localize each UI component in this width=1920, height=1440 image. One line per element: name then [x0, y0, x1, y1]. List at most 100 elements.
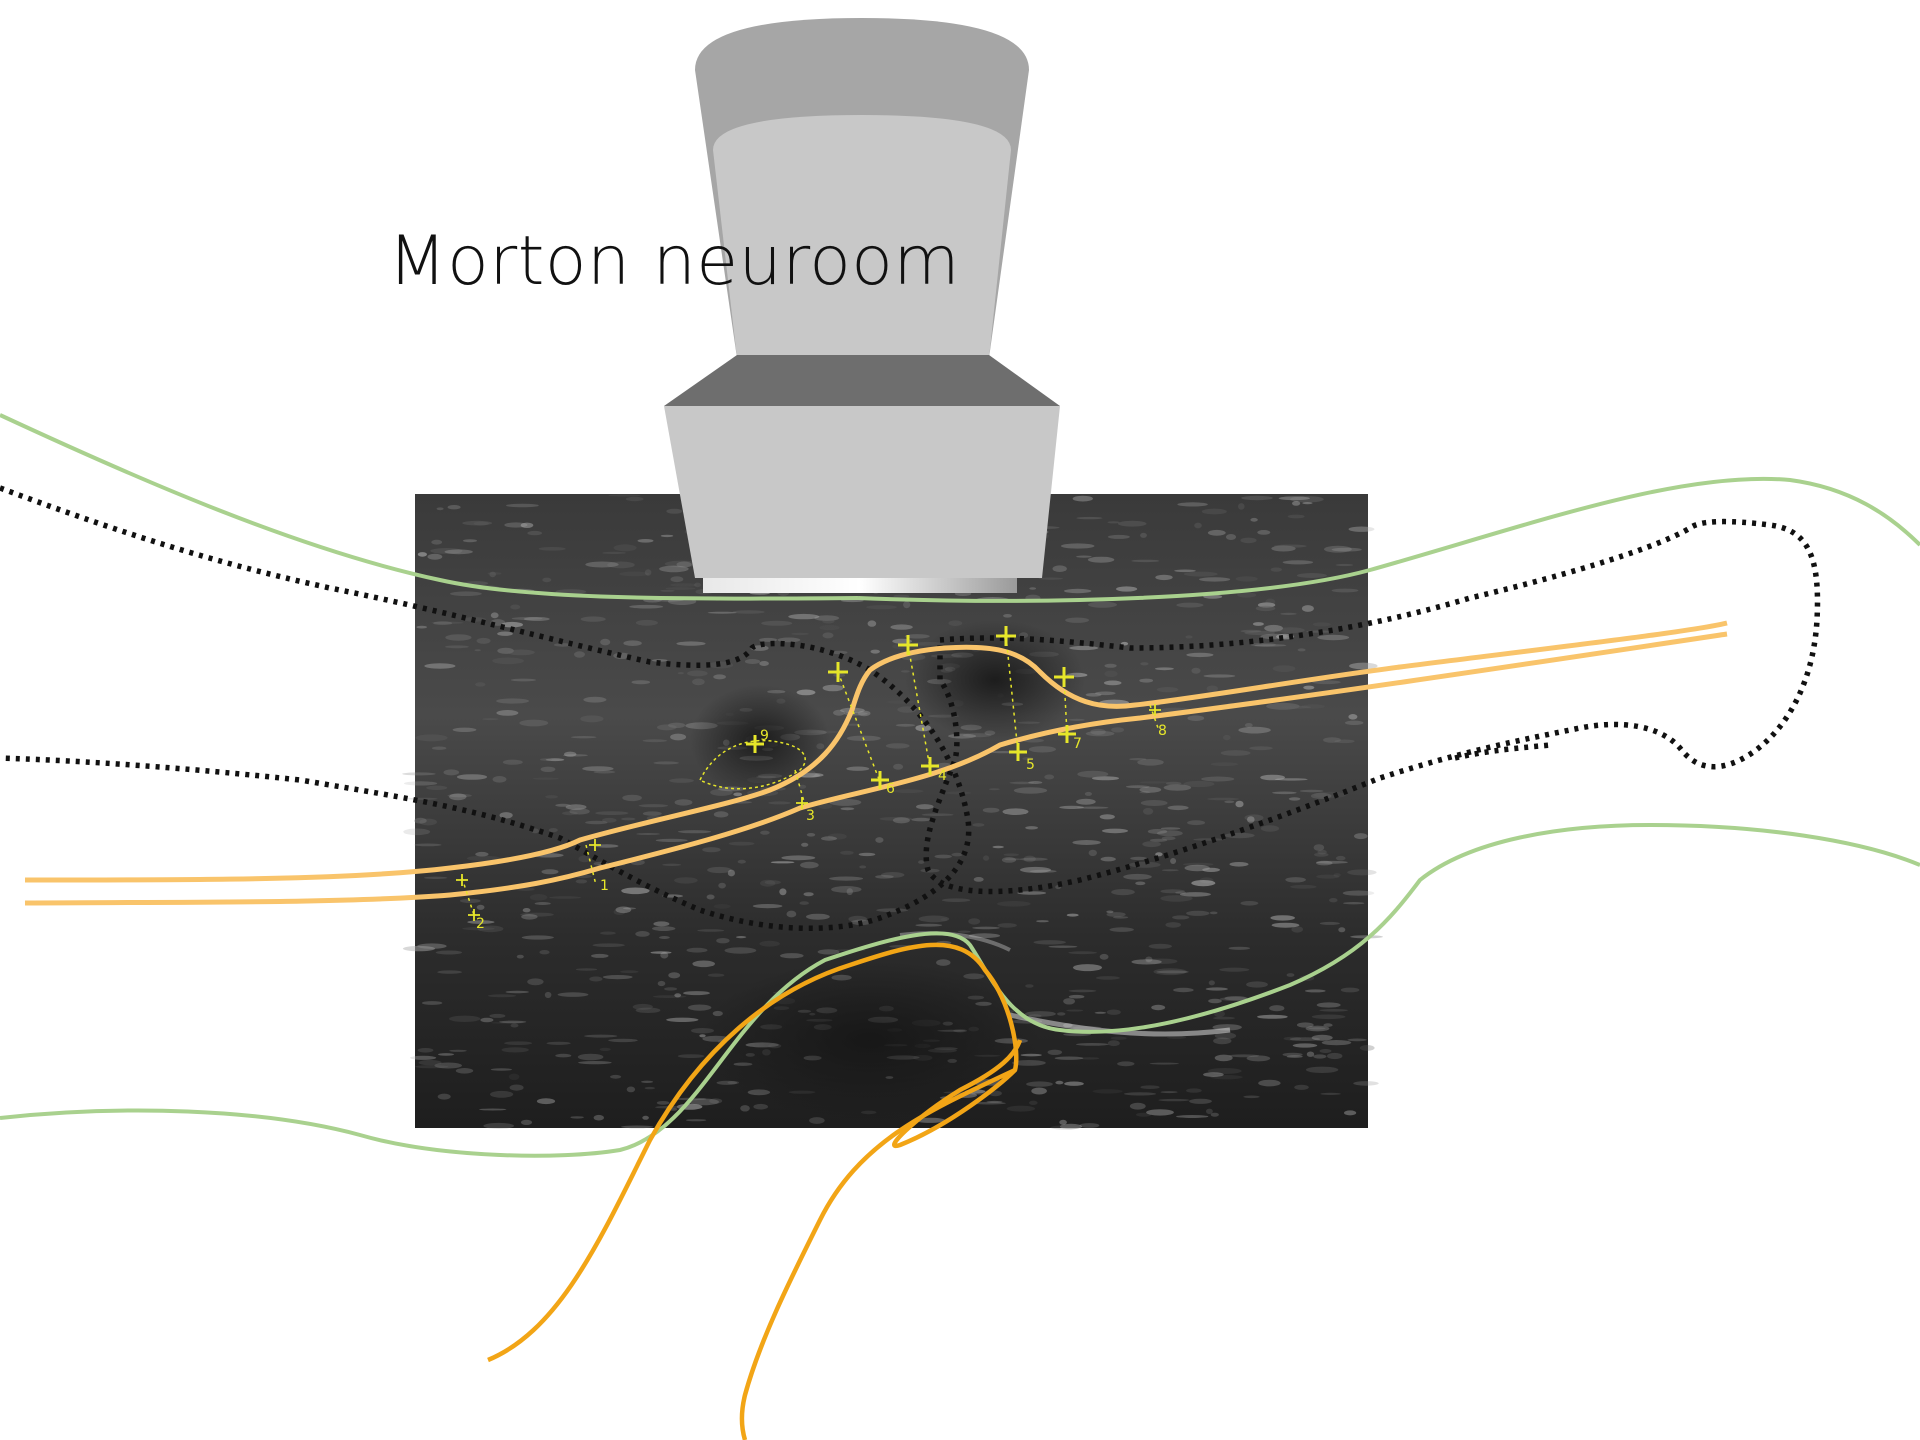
diagram-title: Morton neuroom — [388, 222, 960, 301]
speckle-dot — [436, 951, 462, 955]
speckle-dot — [541, 767, 556, 772]
speckle-dot — [707, 895, 715, 900]
speckle-dot — [1204, 674, 1236, 677]
speckle-dot — [935, 855, 952, 859]
speckle-dot — [1140, 533, 1147, 538]
speckle-dot — [1253, 622, 1264, 626]
speckle-dot — [800, 862, 819, 869]
speckle-dot — [1294, 1085, 1309, 1090]
speckle-dot — [1139, 787, 1161, 793]
speckle-dot — [1279, 496, 1310, 500]
speckle-dot — [1317, 1002, 1341, 1007]
speckle-dot — [1183, 781, 1214, 787]
speckle-dot — [636, 833, 660, 835]
speckle-dot — [733, 793, 742, 797]
speckle-dot — [1088, 602, 1117, 608]
speckle-dot — [1344, 1110, 1356, 1115]
speckle-dot — [1360, 1045, 1375, 1051]
speckle-dot — [1077, 807, 1108, 809]
speckle-dot — [591, 954, 609, 958]
speckle-dot — [1297, 573, 1327, 578]
speckle-dot — [1050, 1125, 1080, 1129]
speckle-dot — [678, 672, 684, 674]
speckle-dot — [449, 1050, 467, 1052]
speckle-dot — [1226, 534, 1236, 540]
speckle-dot — [519, 720, 548, 727]
speckle-dot — [1157, 687, 1178, 692]
speckle-dot — [983, 808, 1000, 813]
speckle-dot — [1064, 589, 1091, 593]
speckle-dot — [1189, 1099, 1212, 1104]
ultrasound-probe — [664, 18, 1060, 593]
speckle-dot — [1067, 914, 1079, 917]
speckle-dot — [664, 987, 677, 990]
speckle-dot — [555, 1054, 571, 1058]
speckle-dot — [1207, 686, 1218, 692]
speckle-dot — [780, 953, 804, 958]
speckle-dot — [629, 605, 663, 609]
speckle-dot — [1066, 1010, 1083, 1012]
speckle-dot — [804, 892, 814, 896]
speckle-dot — [580, 715, 603, 722]
speckle-dot — [989, 788, 1000, 790]
speckle-dot — [504, 1041, 532, 1045]
speckle-dot — [972, 927, 1000, 930]
speckle-dot — [621, 818, 635, 821]
speckle-dot — [1288, 515, 1305, 519]
speckle-dot — [1311, 793, 1332, 799]
speckle-dot — [608, 1039, 638, 1042]
speckle-dot — [1064, 1082, 1084, 1086]
speckle-dot — [1193, 838, 1225, 841]
speckle-dot — [1149, 944, 1172, 949]
speckle-dot — [1069, 646, 1098, 650]
speckle-dot — [424, 877, 447, 879]
speckle-dot — [1343, 902, 1364, 904]
speckle-dot — [496, 698, 529, 703]
speckle-dot — [1108, 1040, 1120, 1046]
speckle-dot — [545, 795, 558, 798]
speckle-dot — [941, 918, 948, 921]
speckle-dot — [497, 632, 513, 636]
speckle-dot — [1297, 1022, 1314, 1027]
speckle-dot — [694, 583, 701, 588]
speckle-dot — [437, 970, 462, 973]
speckle-dot — [1161, 827, 1181, 829]
speckle-dot — [665, 587, 695, 590]
speckle-dot — [510, 1085, 524, 1091]
speckle-dot — [1007, 1106, 1035, 1112]
speckle-dot — [1291, 926, 1303, 932]
speckle-dot — [1129, 862, 1161, 868]
speckle-dot — [1354, 833, 1368, 839]
speckle-dot — [549, 896, 581, 899]
speckle-dot — [1348, 714, 1357, 720]
speckle-dot — [674, 877, 698, 883]
speckle-dot — [1107, 912, 1126, 917]
speckle-dot — [1221, 750, 1251, 756]
speckle-dot — [1274, 545, 1307, 548]
speckle-dot — [496, 710, 518, 716]
speckle-dot — [1148, 829, 1167, 834]
speckle-dot — [1349, 527, 1375, 532]
speckle-dot — [859, 865, 866, 868]
speckle-dot — [1208, 999, 1222, 1004]
speckle-dot — [493, 776, 507, 783]
speckle-dot — [687, 670, 708, 676]
speckle-dot — [942, 898, 970, 902]
speckle-dot — [449, 1016, 480, 1022]
speckle-dot — [1130, 1103, 1146, 1110]
speckle-dot — [714, 904, 731, 909]
speckle-dot — [626, 497, 644, 501]
speckle-dot — [602, 552, 626, 554]
speckle-dot — [714, 811, 729, 817]
speckle-dot — [958, 931, 971, 933]
speckle-dot — [666, 509, 682, 514]
speckle-dot — [993, 846, 1004, 849]
speckle-dot — [475, 682, 485, 686]
speckle-dot — [483, 1123, 514, 1129]
speckle-dot — [916, 804, 934, 809]
speckle-dot — [821, 836, 837, 840]
speckle-dot — [1191, 668, 1200, 674]
speckle-dot — [1129, 758, 1146, 760]
speckle-dot — [627, 1087, 635, 1093]
speckle-dot — [1257, 530, 1270, 535]
